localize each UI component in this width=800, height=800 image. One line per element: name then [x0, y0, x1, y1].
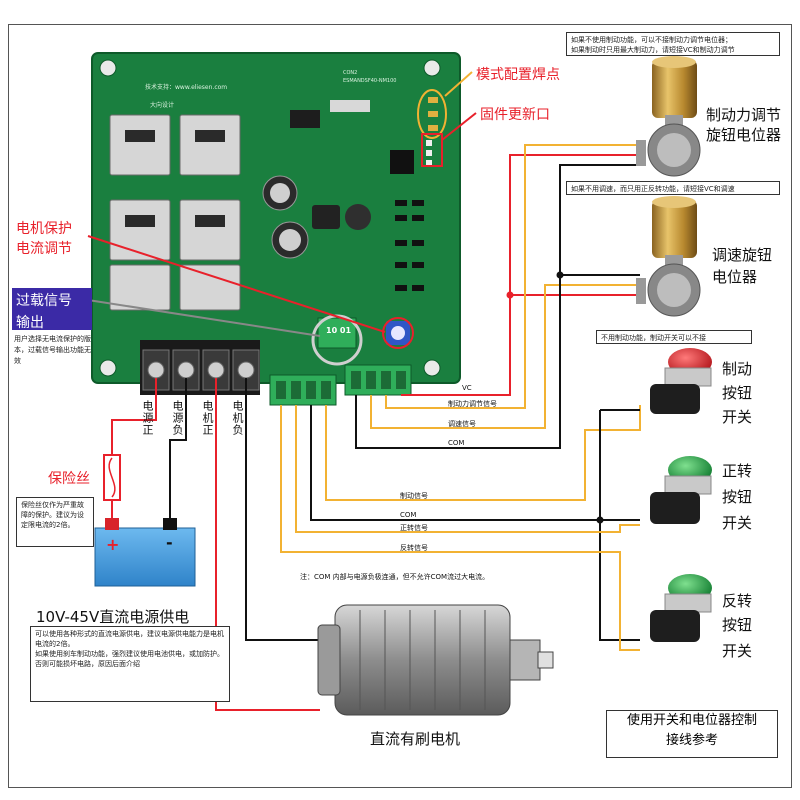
motor-protect-label-1: 电机保护 [16, 221, 72, 237]
forward-switch-label-2: 按钮 [722, 488, 753, 506]
brake-pot-note-2: 如果制动时只用最大制动力，请短接VC和制动力调节 [571, 46, 735, 54]
signal-reverse: 反转信号 [400, 544, 428, 552]
firmware-port-highlight [421, 133, 443, 167]
overload-label-box: 过载信号 输出 [12, 288, 92, 331]
motor-protect-label-2: 电流调节 [16, 241, 72, 257]
overload-label-2: 输出 [16, 315, 44, 331]
dc-brushed-motor [317, 604, 554, 716]
brake-switch-label-3: 开关 [722, 408, 753, 426]
signal-forward: 正转信号 [400, 524, 428, 532]
com-note: 注：COM 内部与电源负极连通，但不允许COM流过大电流。 [300, 573, 490, 581]
brake-force-potentiometer [636, 56, 701, 177]
brake-pot-label-1: 制动力调节 [706, 106, 782, 124]
power-supply-note-2: 如果使用刹车制动功能，强烈建议使用电池供电，或加防护。否则可能损坏电路，原因后面… [35, 650, 224, 668]
pcb-designer: 大向设计 [150, 102, 175, 109]
motor-label: 直流有刷电机 [370, 730, 461, 748]
signal-com-2: COM [400, 511, 417, 519]
power-supply-note: 可以使用各种形式的直流电源供电，建议电源供电能力是电机电流的2倍。 如果使用刹车… [30, 626, 230, 702]
power-supply-title: 10V-45V直流电源供电 [36, 608, 190, 626]
speed-pot-label-1: 调速旋钮 [712, 246, 773, 264]
speed-potentiometer [636, 196, 701, 317]
mode-pads-highlight [417, 89, 447, 139]
brake-switch-note: 不用制动功能，制动开关可以不接 [596, 330, 752, 344]
trimpot-highlight [382, 317, 414, 349]
terminal-motor-negative: 电机负 [231, 400, 244, 436]
overload-label-1: 过载信号 [16, 293, 72, 309]
speed-pot-label-2: 电位器 [712, 268, 758, 286]
signal-brake-adjust: 制动力调节信号 [448, 400, 497, 408]
fuse-label: 保险丝 [48, 471, 90, 487]
reverse-switch-label-2: 按钮 [722, 616, 753, 634]
brake-switch-label-2: 按钮 [722, 384, 753, 402]
battery [94, 518, 196, 587]
fuse-note: 保险丝仅作为严重故障的保护。建议为设定限电流的2倍。 [16, 497, 94, 547]
reverse-push-button [650, 574, 712, 642]
forward-push-button [650, 456, 712, 524]
brake-pot-note: 如果不使用制动功能，可以不接制动力调节电位器； 如果制动时只用最大制动力，请短接… [566, 32, 780, 56]
brake-pot-label-2: 旋钮电位器 [706, 126, 782, 144]
terminal-power-positive: 电源正 [141, 400, 154, 436]
caption-line-2: 接线参考 [665, 733, 718, 748]
forward-switch-label-1: 正转 [722, 462, 753, 480]
jumper-label: 10 01 [326, 326, 352, 335]
reverse-switch-label-1: 反转 [722, 592, 753, 610]
battery-minus: - [166, 533, 173, 552]
signal-vc: VC [462, 384, 472, 392]
signal-speed: 调速信号 [448, 420, 476, 428]
signal-brake: 制动信号 [400, 492, 428, 500]
power-supply-note-1: 可以使用各种形式的直流电源供电，建议电源供电能力是电机电流的2倍。 [35, 630, 224, 648]
mode-pads-label: 模式配置焊点 [476, 67, 560, 83]
brake-switch-label-1: 制动 [722, 360, 753, 378]
reverse-switch-label-3: 开关 [722, 642, 753, 660]
brake-pot-note-1: 如果不使用制动功能，可以不接制动力调节电位器； [571, 36, 732, 44]
terminal-power-negative: 电源负 [171, 400, 184, 436]
caption-box: 使用开关和电位器控制 接线参考 [606, 710, 778, 758]
signal-com: COM [448, 439, 465, 447]
pcb-tech-support: 技术支持：www.eliesen.com [145, 84, 228, 91]
speed-pot-note: 如果不用调速，而只用正反转功能，请短接VC和调速 [566, 181, 780, 195]
caption-line-1: 使用开关和电位器控制 [626, 713, 757, 728]
fuse-symbol [103, 454, 121, 501]
overload-note: 用户选择无电流保护的版本，过载信号输出功能无效 [14, 335, 91, 365]
diagram-frame [8, 24, 792, 788]
terminal-motor-positive: 电机正 [201, 400, 214, 436]
pcb-con: CON2 [343, 70, 358, 76]
controller-board [91, 52, 461, 406]
firmware-port-label: 固件更新口 [480, 107, 550, 123]
forward-switch-label-3: 开关 [722, 514, 753, 532]
battery-plus: + [106, 535, 120, 554]
pcb-model: ESMANDSF40-NM100 [343, 78, 397, 84]
brake-push-button [650, 348, 712, 414]
